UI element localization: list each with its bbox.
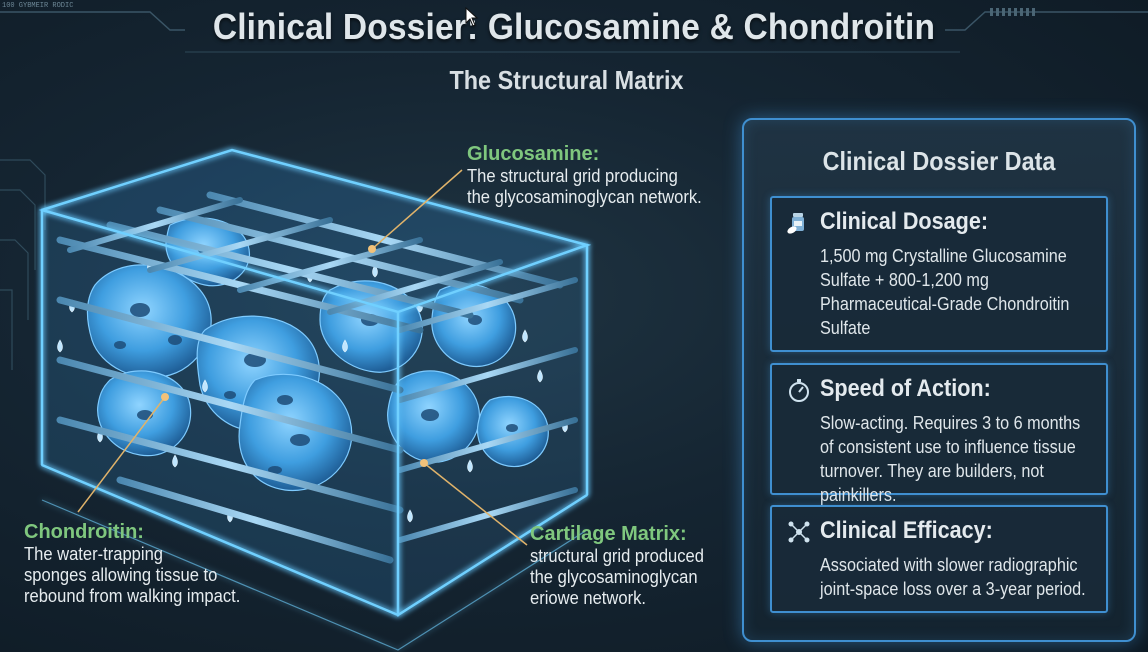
glucosamine-leader-line xyxy=(371,169,463,250)
speed-text: Slow-acting. Requires 3 to 6 months of c… xyxy=(820,411,1117,507)
dosage-line: Sulfate + 800-1,200 mg xyxy=(820,270,989,290)
cartilage-leader-line xyxy=(423,462,528,546)
dosage-line: Pharmaceutical-Grade Chondroitin xyxy=(820,294,1070,314)
panel-title: Clinical Dossier Data xyxy=(822,146,1056,176)
stopwatch-icon xyxy=(789,379,809,402)
page-title: Clinical Dossier: Glucosamine & Chondroi… xyxy=(212,6,936,47)
cartilage-annotation: Cartilage Matrix: structural grid produc… xyxy=(530,522,719,609)
speed-heading: Speed of Action: xyxy=(820,375,991,402)
chondroitin-leader-line xyxy=(77,396,166,513)
dosage-heading: Clinical Dosage: xyxy=(820,208,989,235)
chondroitin-desc-line: sponges allowing tissue to xyxy=(24,565,218,585)
speed-line: turnover. They are builders, not painkil… xyxy=(820,461,1044,505)
circuit-traces xyxy=(0,159,46,370)
efficacy-text: Associated with slower radiographic join… xyxy=(820,553,1108,601)
cartilage-heading: Cartilage Matrix: xyxy=(530,523,687,545)
cartilage-desc-line: the glycosaminoglycan xyxy=(530,567,698,587)
glucosamine-annotation: Glucosamine: The structural grid produci… xyxy=(467,142,722,208)
mouse-cursor-icon xyxy=(465,7,479,27)
glucosamine-desc-line: the glycosaminoglycan network. xyxy=(467,187,702,207)
cartilage-desc-line: structural grid produced xyxy=(530,546,704,566)
pill-bottle-icon xyxy=(787,213,804,234)
efficacy-card: Clinical Efficacy: Associated with slowe… xyxy=(770,505,1108,613)
corner-text: 100 GYBMEIR RODIC xyxy=(2,2,74,10)
glucosamine-heading: Glucosamine: xyxy=(467,143,600,165)
cartilage-desc-line: eriowe network. xyxy=(530,588,646,608)
molecule-icon xyxy=(788,521,810,543)
page-subtitle: The Structural Matrix xyxy=(449,65,684,95)
chondroitin-heading: Chondroitin: xyxy=(24,521,144,543)
chondroitin-desc-line: rebound from walking impact. xyxy=(24,586,241,606)
speed-card: Speed of Action: Slow-acting. Requires 3… xyxy=(770,363,1108,505)
dosage-card: Clinical Dosage: 1,500 mg Crystalline Gl… xyxy=(770,196,1108,352)
dosage-text: 1,500 mg Crystalline Glucosamine Sulfate… xyxy=(820,244,1090,340)
speed-line: of consistent use to influence tissue xyxy=(820,437,1076,457)
efficacy-line: joint-space loss over a 3-year period. xyxy=(820,579,1086,599)
dosage-line: 1,500 mg Crystalline Glucosamine xyxy=(820,246,1067,266)
glucosamine-grid-rods xyxy=(56,191,564,564)
dosage-line: Sulfate xyxy=(820,318,871,338)
chondroitin-desc-line: The water-trapping xyxy=(24,544,163,564)
chondroitin-annotation: Chondroitin: The water-trapping sponges … xyxy=(24,520,259,607)
structural-matrix-illustration xyxy=(38,148,592,651)
clinical-dossier-panel: Clinical Dossier Data Clinical Dosage: 1… xyxy=(742,118,1136,642)
glucosamine-desc-line: The structural grid producing xyxy=(467,166,678,186)
speed-line: Slow-acting. Requires 3 to 6 months xyxy=(820,413,1081,433)
efficacy-line: Associated with slower radiographic xyxy=(820,555,1078,575)
efficacy-heading: Clinical Efficacy: xyxy=(820,517,993,544)
